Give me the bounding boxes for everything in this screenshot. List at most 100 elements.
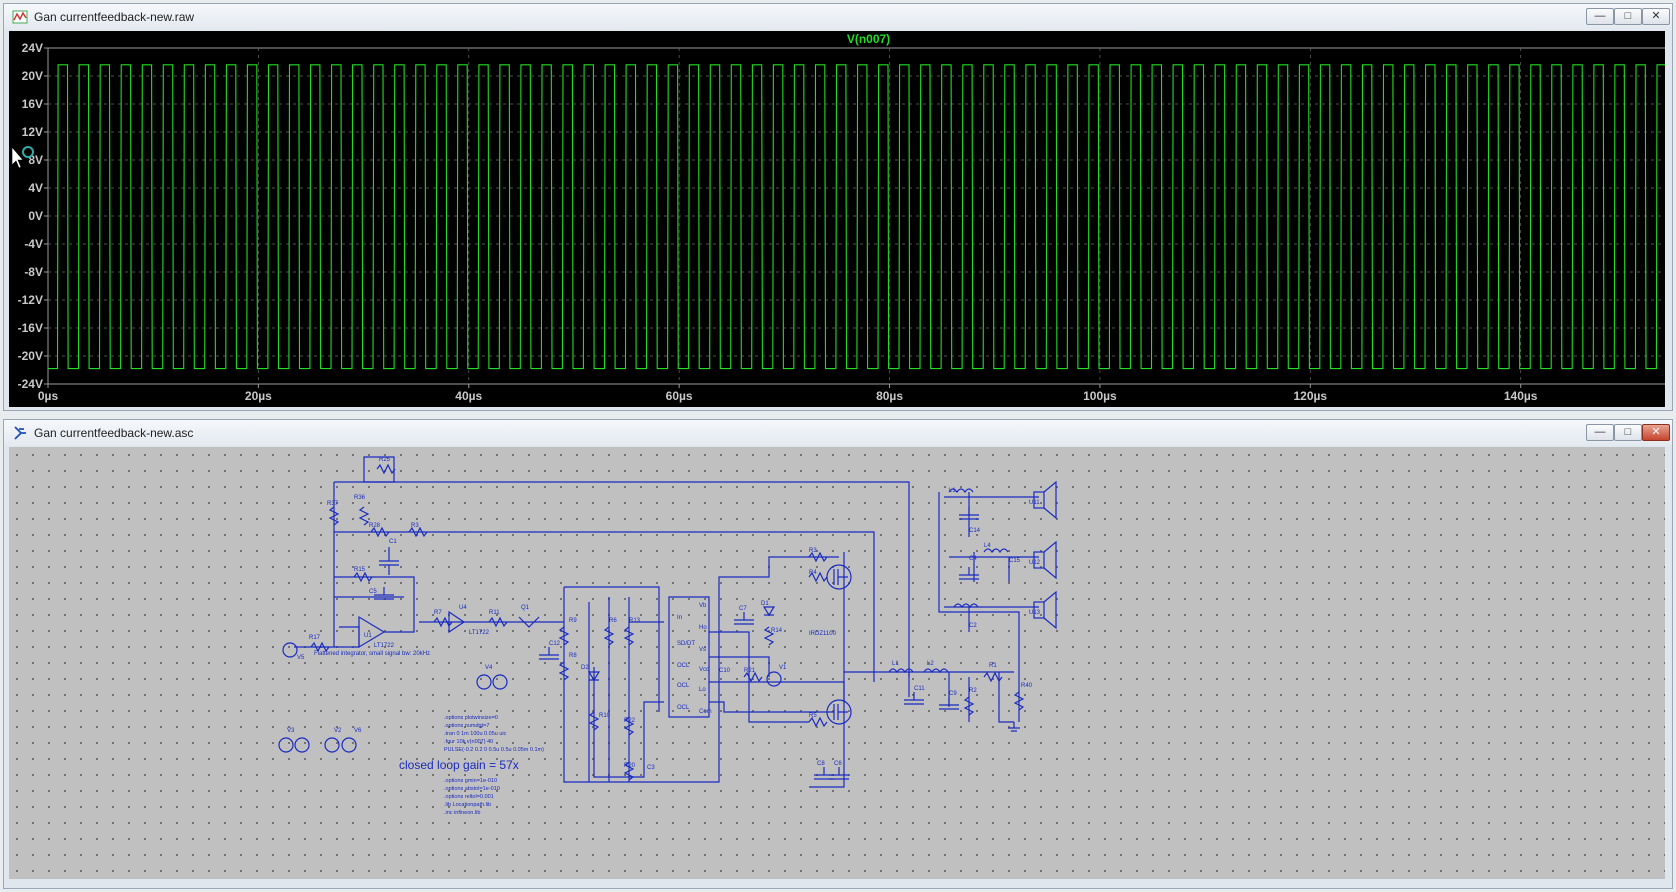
svg-text:L1: L1: [949, 488, 956, 494]
gain-note: closed loop gain = 57x: [399, 758, 519, 772]
x-tick-label: 0µs: [38, 389, 59, 403]
svg-text:U13: U13: [1029, 610, 1041, 616]
svg-text:C4: C4: [969, 556, 977, 562]
svg-text:V2: V2: [334, 728, 342, 734]
x-tick-label: 60µs: [666, 389, 693, 403]
svg-text:L1: L1: [892, 661, 899, 667]
svg-text:Vb: Vb: [699, 603, 707, 609]
svg-text:R4: R4: [809, 570, 817, 576]
wires: [294, 456, 1039, 788]
svg-text:D2: D2: [581, 665, 589, 671]
svg-text:.lib Locationpath.lib: .lib Locationpath.lib: [444, 802, 491, 808]
svg-text:R7: R7: [434, 610, 442, 616]
svg-text:C8: C8: [817, 761, 825, 767]
svg-text:In: In: [677, 615, 682, 621]
schematic-app-icon: [14, 426, 26, 440]
svg-text:Vs: Vs: [699, 647, 706, 653]
x-tick-label: 120µs: [1294, 389, 1328, 403]
svg-text:U4: U4: [459, 605, 467, 611]
trace-v-n007[interactable]: [48, 64, 1676, 370]
svg-text:Q1: Q1: [521, 605, 530, 611]
y-tick-label: 12V: [22, 125, 43, 139]
svg-text:V5: V5: [297, 655, 305, 661]
svg-text:R17: R17: [309, 635, 321, 641]
svg-text:PULSE(-0.2 0.2 0 0.5u 0.5u 0.0: PULSE(-0.2 0.2 0 0.5u 0.5u 0.05m 0.1m): [444, 747, 544, 753]
trace-title[interactable]: V(n007): [847, 32, 890, 46]
close-button[interactable]: ✕: [1642, 8, 1670, 25]
svg-text:U12: U12: [1029, 560, 1041, 566]
tick-labels: 24V20V16V12V8V4V0V-4V-8V-12V-16V-20V-24V…: [18, 41, 1538, 403]
y-tick-label: -20V: [18, 349, 43, 363]
svg-text:R14: R14: [771, 628, 783, 634]
schematic-window[interactable]: Gan currentfeedback-new.asc — □ ✕: [3, 419, 1673, 889]
y-tick-label: 8V: [28, 153, 43, 167]
cursor-icon: [11, 146, 34, 169]
svg-text:R37: R37: [327, 501, 339, 507]
y-tick-label: -4V: [24, 237, 43, 251]
y-tick-label: -8V: [24, 265, 43, 279]
waveform-chart[interactable]: 24V20V16V12V8V4V0V-4V-8V-12V-16V-20V-24V…: [9, 31, 1676, 407]
svg-text:R21: R21: [744, 668, 756, 674]
maximize-button[interactable]: □: [1614, 424, 1642, 441]
waveform-window-title: Gan currentfeedback-new.raw: [34, 10, 195, 24]
svg-text:.options numdgt=7: .options numdgt=7: [444, 723, 489, 729]
source-note: Flattened integrator, small signal bw: 2…: [314, 651, 430, 657]
svg-text:C6: C6: [834, 761, 842, 767]
svg-text:R9: R9: [569, 618, 577, 624]
svg-text:R8: R8: [569, 653, 577, 659]
schematic-titlebar[interactable]: Gan currentfeedback-new.asc — □ ✕: [4, 420, 1672, 446]
svg-text:R11: R11: [489, 610, 500, 616]
svg-text:C12: C12: [549, 641, 561, 647]
minimize-button[interactable]: —: [1586, 424, 1614, 441]
grid-lines: [44, 47, 1676, 388]
svg-text:R10: R10: [599, 713, 611, 719]
svg-text:.options gmin=1e-010: .options gmin=1e-010: [444, 778, 497, 784]
svg-text:OCL: OCL: [677, 683, 690, 689]
x-tick-label: 140µs: [1504, 389, 1538, 403]
svg-text:R3: R3: [809, 548, 817, 554]
component-symbols: [278, 463, 1057, 781]
svg-text:U1: U1: [364, 633, 372, 639]
svg-text:LT1722: LT1722: [469, 630, 490, 636]
y-tick-label: 20V: [22, 69, 43, 83]
x-tick-label: 100µs: [1083, 389, 1117, 403]
svg-text:R15: R15: [354, 567, 366, 573]
svg-text:.inc infineon.lib: .inc infineon.lib: [444, 810, 480, 816]
svg-text:R6: R6: [609, 618, 617, 624]
svg-text:R22: R22: [624, 718, 636, 724]
svg-text:R5: R5: [809, 713, 817, 719]
waveform-window[interactable]: Gan currentfeedback-new.raw — □ ✕ 24V 20V…: [3, 3, 1676, 411]
x-tick-label: 40µs: [455, 389, 482, 403]
y-tick-label: 0V: [28, 209, 43, 223]
close-button[interactable]: ✕: [1642, 424, 1670, 441]
svg-text:L4: L4: [984, 543, 991, 549]
y-tick-label: -24V: [18, 377, 43, 391]
svg-text:.four 10k v(n007) 40: .four 10k v(n007) 40: [444, 739, 493, 745]
y-tick-label: -12V: [18, 293, 43, 307]
svg-text:V4: V4: [485, 665, 493, 671]
svg-text:C3: C3: [647, 765, 655, 771]
svg-text:C14: C14: [969, 528, 981, 534]
svg-text:R20: R20: [624, 763, 636, 769]
maximize-button[interactable]: □: [1614, 8, 1642, 25]
svg-text:C15: C15: [1009, 558, 1021, 564]
svg-text:V3: V3: [287, 728, 295, 734]
svg-text:.tran 0 1m 100u 0.05u uic: .tran 0 1m 100u 0.05u uic: [444, 731, 507, 737]
svg-text:D1: D1: [761, 601, 769, 607]
svg-text:LT1722: LT1722: [374, 643, 395, 649]
y-tick-label: 24V: [22, 41, 43, 55]
svg-text:U11: U11: [1029, 500, 1040, 506]
waveform-titlebar[interactable]: Gan currentfeedback-new.raw — □ ✕: [4, 4, 1672, 30]
svg-text:C9: C9: [949, 691, 957, 697]
minimize-button[interactable]: —: [1586, 8, 1614, 25]
y-tick-label: 16V: [22, 97, 43, 111]
x-tick-label: 20µs: [245, 389, 272, 403]
svg-text:R25: R25: [379, 457, 391, 463]
svg-text:V6: V6: [354, 728, 362, 734]
svg-text:C1: C1: [389, 539, 397, 545]
spice-directives: .options plotwinsize=0 .options numdgt=7…: [444, 715, 544, 816]
svg-text:Com: Com: [699, 709, 712, 715]
